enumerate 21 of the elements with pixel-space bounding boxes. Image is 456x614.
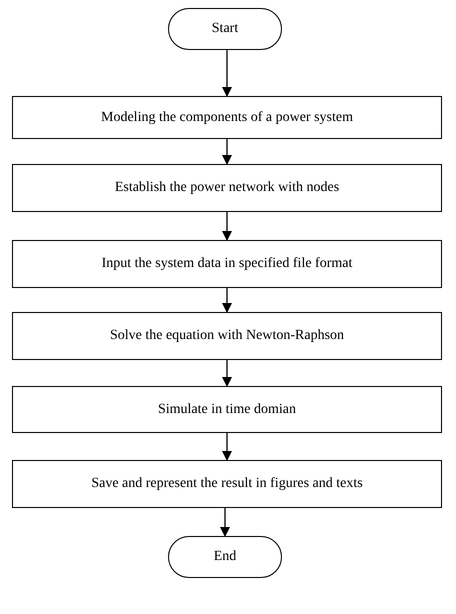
arrow [222,139,232,165]
process-box [12,164,442,212]
process-box [12,386,442,433]
arrow [222,360,232,387]
process-box [12,240,442,288]
arrow [222,288,232,313]
process-box [12,312,442,360]
node-label: Simulate in time domian [158,402,296,418]
node-label: Solve the equation with Newton-Raphson [110,328,344,344]
process-box [12,460,442,508]
node-label: Start [212,21,238,37]
arrow [222,50,232,97]
node-label: Input the system data in specified file format [102,256,352,272]
process-box [12,96,442,139]
node-label: Save and represent the result in figures and texts [91,476,363,492]
node-label: Modeling the components of a power system [101,110,353,126]
node-label: Establish the power network with nodes [114,180,340,196]
arrow [222,433,232,461]
arrow [222,212,232,241]
arrow [220,508,230,537]
node-label: End [214,549,236,565]
